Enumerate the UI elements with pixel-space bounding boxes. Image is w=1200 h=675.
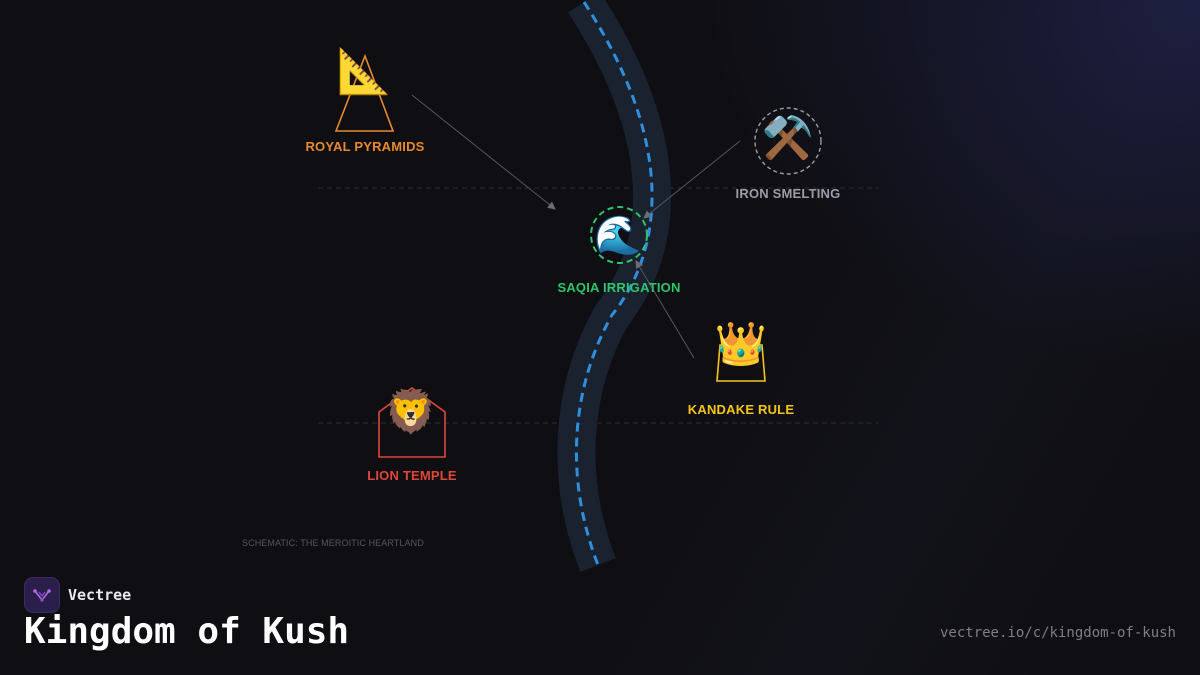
- crown-icon: 👑: [714, 319, 768, 368]
- diagram-caption: SCHEMATIC: THE MEROITIC HEARTLAND: [242, 538, 424, 548]
- saqia-irrigation-label: SAQIA IRRIGATION: [557, 280, 681, 295]
- river-line: [574, 1, 654, 566]
- lion-face-icon: 🦁: [384, 387, 438, 436]
- page-url[interactable]: vectree.io/c/kingdom-of-kush: [939, 625, 1176, 641]
- brand-name: Vectree: [68, 586, 132, 604]
- kandake-rule-shape[interactable]: [716, 344, 766, 382]
- vectree-logo-icon: [24, 577, 60, 613]
- lion-temple-shape[interactable]: [378, 387, 446, 458]
- edge-iron-to-saqia: [643, 140, 741, 219]
- iron-smelting-shape[interactable]: [754, 107, 822, 175]
- lion-temple-label: LION TEMPLE: [367, 468, 457, 483]
- iron-smelting-label: IRON SMELTING: [735, 186, 841, 201]
- brand[interactable]: Vectree: [24, 577, 131, 613]
- edge-kandake-to-saqia: [635, 260, 695, 359]
- page-title: Kingdom of Kush: [24, 611, 350, 652]
- royal-pyramids-label: ROYAL PYRAMIDS: [305, 139, 425, 154]
- water-wave-icon: 🌊: [594, 213, 642, 257]
- royal-pyramids-shape[interactable]: [334, 53, 395, 132]
- saqia-irrigation-shape[interactable]: [590, 206, 648, 264]
- hammer-and-pick-icon: ⚒️: [761, 113, 815, 162]
- triangle-ruler-icon: 📐: [336, 46, 392, 97]
- kandake-rule-label: KANDAKE RULE: [687, 402, 795, 417]
- edge-pyramids-to-saqia: [411, 94, 556, 210]
